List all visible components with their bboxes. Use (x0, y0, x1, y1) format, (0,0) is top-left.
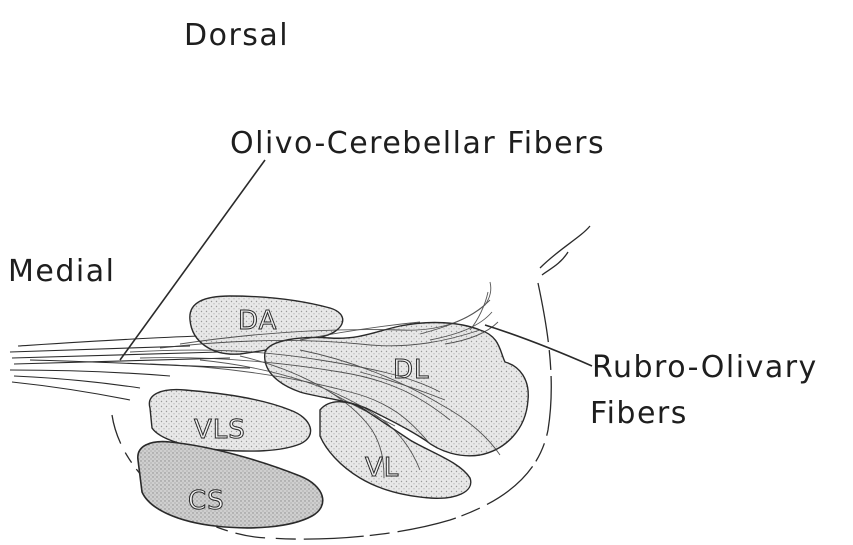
rubro-olivary-label-line2: Fibers (590, 396, 688, 431)
label-dl: DL (393, 355, 430, 385)
orientation-medial-label: Medial (8, 254, 115, 289)
label-cs: CS (188, 486, 225, 516)
rubro-olivary-label-line1: Rubro-Olivary (592, 350, 818, 385)
label-vls: VLS (194, 415, 246, 445)
orientation-dorsal-label: Dorsal (184, 18, 289, 53)
label-da: DA (238, 306, 277, 336)
nucleus-cs: CS (138, 442, 323, 528)
olivo-cerebellar-fibers-label: Olivo-Cerebellar Fibers (230, 126, 605, 161)
